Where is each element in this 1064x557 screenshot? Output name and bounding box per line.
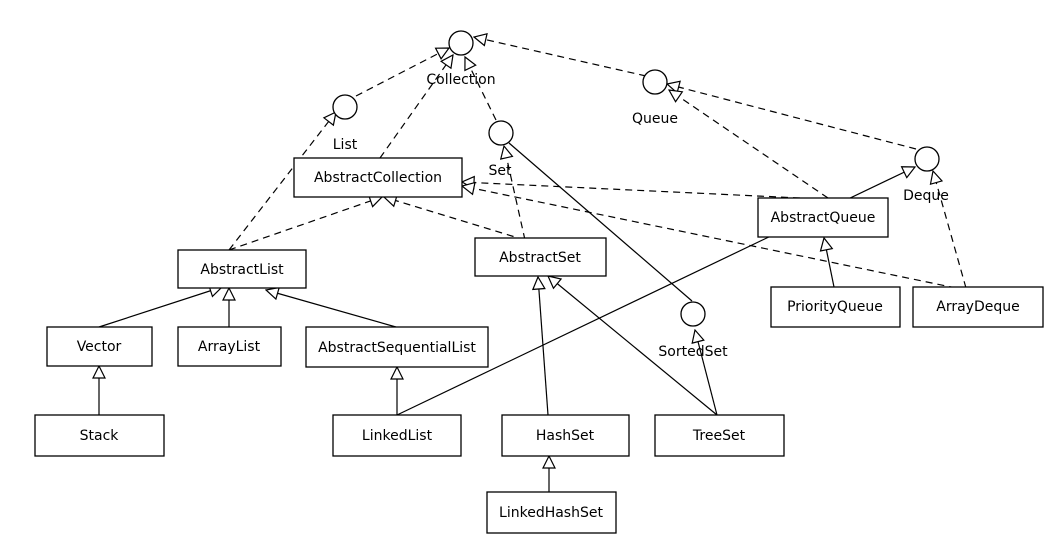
interface-collection: Collection: [426, 30, 496, 88]
interface-sortedset-circle: [680, 301, 706, 327]
class-arraydeque: ArrayDeque: [912, 286, 1044, 328]
edge-abstractqueue-to-abstractcollection: [462, 182, 801, 199]
class-abstractcollection-box: [293, 157, 463, 198]
interface-deque: Deque: [903, 146, 949, 204]
edge-arraydeque-to-deque: [933, 171, 967, 289]
class-abstractcollection: AbstractCollection: [293, 157, 463, 198]
class-abstractqueue: AbstractQueue: [757, 197, 889, 238]
edge-abstractsequentiallist-to-abstractlist: [266, 290, 397, 328]
class-abstractlist-label: AbstractList: [200, 262, 284, 278]
edge-abstractset-to-set: [504, 146, 526, 241]
interface-list-label: List: [333, 137, 358, 153]
class-abstractsequentiallist: AbstractSequentialList: [305, 326, 489, 368]
class-abstractset-label: AbstractSet: [499, 250, 581, 266]
edge-abstractlist-to-list: [228, 112, 336, 251]
class-abstractsequentiallist-label: AbstractSequentialList: [318, 340, 476, 356]
class-stack-label: Stack: [80, 428, 120, 444]
class-priorityqueue-label: PriorityQueue: [787, 299, 883, 315]
class-abstractcollection-label: AbstractCollection: [314, 170, 442, 186]
class-abstractset-box: [474, 237, 607, 277]
interface-deque-circle: [914, 146, 940, 172]
class-hashset: HashSet: [501, 414, 630, 457]
edge-abstractcollection-to-collection: [379, 55, 453, 159]
interface-collection-circle: [448, 30, 474, 56]
class-abstractsequentiallist-box: [305, 326, 489, 368]
edge-hashset-to-abstractset: [538, 277, 549, 416]
edge-abstractset-to-abstractcollection: [384, 197, 526, 241]
interface-list: List: [332, 94, 358, 153]
class-stack-box: [34, 414, 165, 457]
class-vector-box: [46, 326, 153, 367]
class-arraydeque-box: [912, 286, 1044, 328]
class-arraylist-label: ArrayList: [198, 339, 261, 355]
class-priorityqueue: PriorityQueue: [770, 286, 901, 328]
class-linkedlist: LinkedList: [332, 414, 462, 457]
class-stack: Stack: [34, 414, 165, 457]
interface-list-circle: [332, 94, 358, 120]
class-vector: Vector: [46, 326, 153, 367]
class-arraylist-box: [177, 326, 282, 367]
interface-collection-label: Collection: [426, 72, 495, 88]
class-linkedhashset: LinkedHashSet: [486, 491, 617, 534]
edge-set-to-collection: [465, 57, 497, 121]
edge-treeset-to-sortedset: [695, 330, 718, 416]
class-arraydeque-label: ArrayDeque: [936, 299, 1019, 315]
class-arraylist: ArrayList: [177, 326, 282, 367]
edge-deque-to-queue: [667, 84, 917, 150]
interface-set-label: Set: [489, 163, 513, 179]
class-treeset-label: TreeSet: [692, 428, 746, 444]
interface-set-circle: [488, 120, 514, 146]
class-abstractlist: AbstractList: [177, 249, 307, 289]
interface-set: Set: [488, 120, 514, 179]
class-hashset-box: [501, 414, 630, 457]
class-linkedhashset-label: LinkedHashSet: [499, 505, 603, 521]
interface-deque-label: Deque: [903, 188, 949, 204]
edge-queue-to-collection: [474, 37, 647, 77]
edge-abstractqueue-to-queue: [669, 90, 829, 199]
edge-arraydeque-to-abstractcollection: [462, 186, 957, 289]
class-vector-label: Vector: [77, 339, 122, 355]
class-treeset-box: [654, 414, 785, 457]
interface-queue-label: Queue: [632, 111, 678, 127]
interface-sortedset: SortedSet: [658, 301, 728, 360]
class-abstractqueue-box: [757, 197, 889, 238]
class-linkedlist-label: LinkedList: [362, 428, 433, 444]
class-hashset-label: HashSet: [536, 428, 595, 444]
class-priorityqueue-box: [770, 286, 901, 328]
edge-vector-to-abstractlist: [98, 287, 222, 328]
interface-queue: Queue: [632, 69, 678, 127]
class-abstractlist-box: [177, 249, 307, 289]
edge-priorityqueue-to-abstractqueue: [824, 238, 835, 288]
interface-queue-circle: [642, 69, 668, 95]
class-abstractqueue-label: AbstractQueue: [771, 210, 876, 226]
class-linkedlist-box: [332, 414, 462, 457]
class-treeset: TreeSet: [654, 414, 785, 457]
edge-treeset-to-abstractset: [548, 276, 718, 416]
edge-sortedset-to-set: [508, 142, 693, 302]
edge-abstractlist-to-abstractcollection: [228, 197, 382, 251]
class-linkedhashset-box: [486, 491, 617, 534]
interface-sortedset-label: SortedSet: [658, 344, 728, 360]
class-abstractset: AbstractSet: [474, 237, 607, 277]
edge-list-to-collection: [355, 48, 449, 97]
